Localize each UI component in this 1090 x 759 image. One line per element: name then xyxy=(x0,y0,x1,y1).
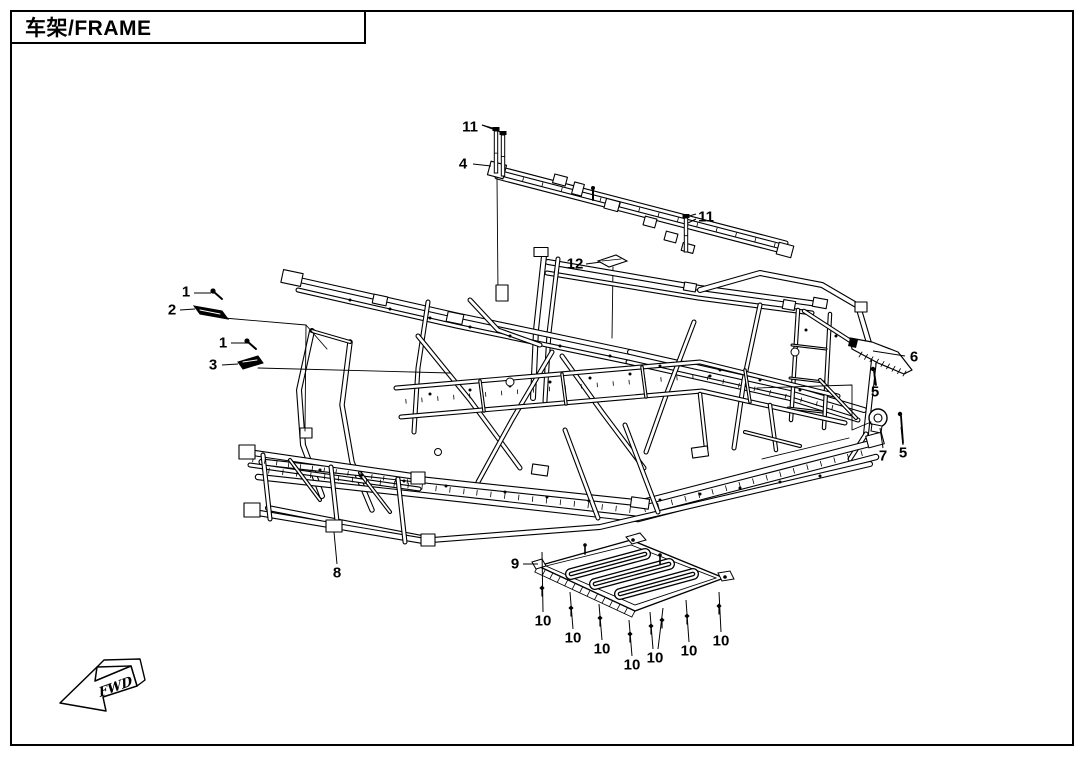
leader-line-10 xyxy=(649,611,654,650)
callout-label-4: 4 xyxy=(458,155,468,173)
callout-label-2: 2 xyxy=(167,301,177,319)
leader-line-11 xyxy=(685,213,697,218)
leader-line-11 xyxy=(481,124,504,134)
leader-line-4 xyxy=(472,163,492,167)
leader-line-2 xyxy=(179,308,196,311)
callout-label-3: 3 xyxy=(208,356,218,374)
callout-label-10: 10 xyxy=(534,612,552,630)
leader-line-10 xyxy=(628,619,633,657)
callout-label-5: 5 xyxy=(870,383,880,401)
leader-line-7 xyxy=(879,427,884,449)
leader-line-3 xyxy=(221,363,239,366)
callout-label-1: 1 xyxy=(218,334,228,352)
leader-line-12 xyxy=(585,261,602,265)
leader-line-5 xyxy=(900,426,904,446)
leader-line-10 xyxy=(685,599,690,643)
leader-line-5 xyxy=(873,372,876,386)
callout-label-7: 7 xyxy=(878,447,888,465)
leader-line-10 xyxy=(657,607,664,650)
callout-label-10: 10 xyxy=(593,640,611,658)
leader-line-10 xyxy=(541,551,544,613)
callout-label-1: 1 xyxy=(181,283,191,301)
leader-line-10 xyxy=(598,603,603,641)
page-border xyxy=(10,10,1074,746)
callout-label-10: 10 xyxy=(564,629,582,647)
callout-label-10: 10 xyxy=(623,656,641,674)
callout-label-5: 5 xyxy=(898,444,908,462)
callout-label-10: 10 xyxy=(646,649,664,667)
callout-label-12: 12 xyxy=(566,255,584,273)
callout-label-11: 11 xyxy=(698,208,714,226)
callout-label-9: 9 xyxy=(510,555,520,573)
leader-line-10 xyxy=(569,591,574,630)
leader-line-10 xyxy=(718,591,722,633)
callout-label-10: 10 xyxy=(680,642,698,660)
callout-label-8: 8 xyxy=(332,564,342,582)
leader-line-11 xyxy=(687,218,697,224)
leader-line-8 xyxy=(333,531,338,565)
callout-label-11: 11 xyxy=(462,118,478,136)
title-block: 车架/FRAME xyxy=(10,10,366,44)
callout-label-6: 6 xyxy=(909,348,919,366)
page-title: 车架/FRAME xyxy=(25,17,152,40)
callout-label-10: 10 xyxy=(712,632,730,650)
leader-line-6 xyxy=(872,350,906,357)
